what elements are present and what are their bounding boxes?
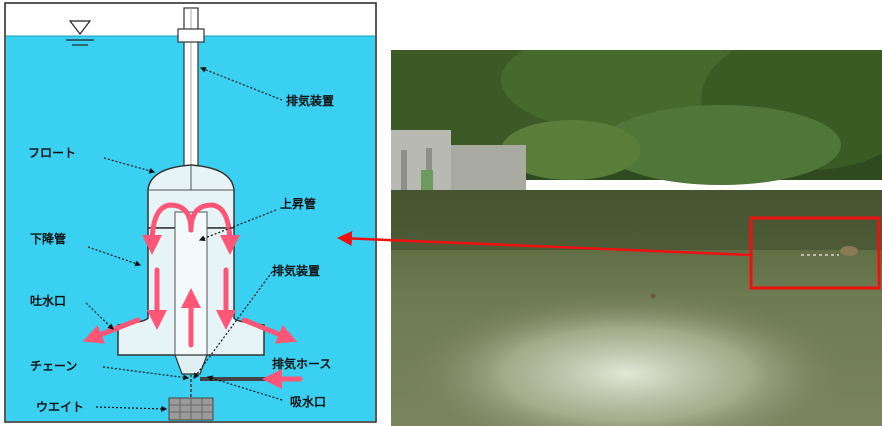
label-exhaust-device-mid: 排気装置	[272, 263, 320, 278]
water-level-symbol	[66, 20, 94, 46]
label-float: フロート	[28, 146, 76, 160]
flow-arrows	[82, 202, 303, 389]
label-discharge-port: 吐水口	[30, 293, 66, 308]
label-weight: ウエイト	[36, 400, 84, 414]
weight-block	[168, 397, 214, 421]
label-intake-port: 吸水口	[290, 394, 326, 409]
label-exhaust-device-top: 排気装置	[286, 93, 334, 108]
leader-lines	[85, 66, 283, 412]
label-downcomer-pipe: 下降管	[30, 231, 66, 246]
label-chain: チェーン	[30, 359, 77, 373]
exhaust-hose	[200, 377, 270, 381]
intake-funnel	[174, 354, 208, 375]
label-exhaust-hose: 排気ホース	[272, 356, 331, 371]
water-glare	[391, 240, 882, 426]
reservoir-photo	[391, 50, 882, 426]
label-riser-pipe: 上昇管	[280, 196, 316, 211]
pipe-collar	[177, 28, 205, 43]
